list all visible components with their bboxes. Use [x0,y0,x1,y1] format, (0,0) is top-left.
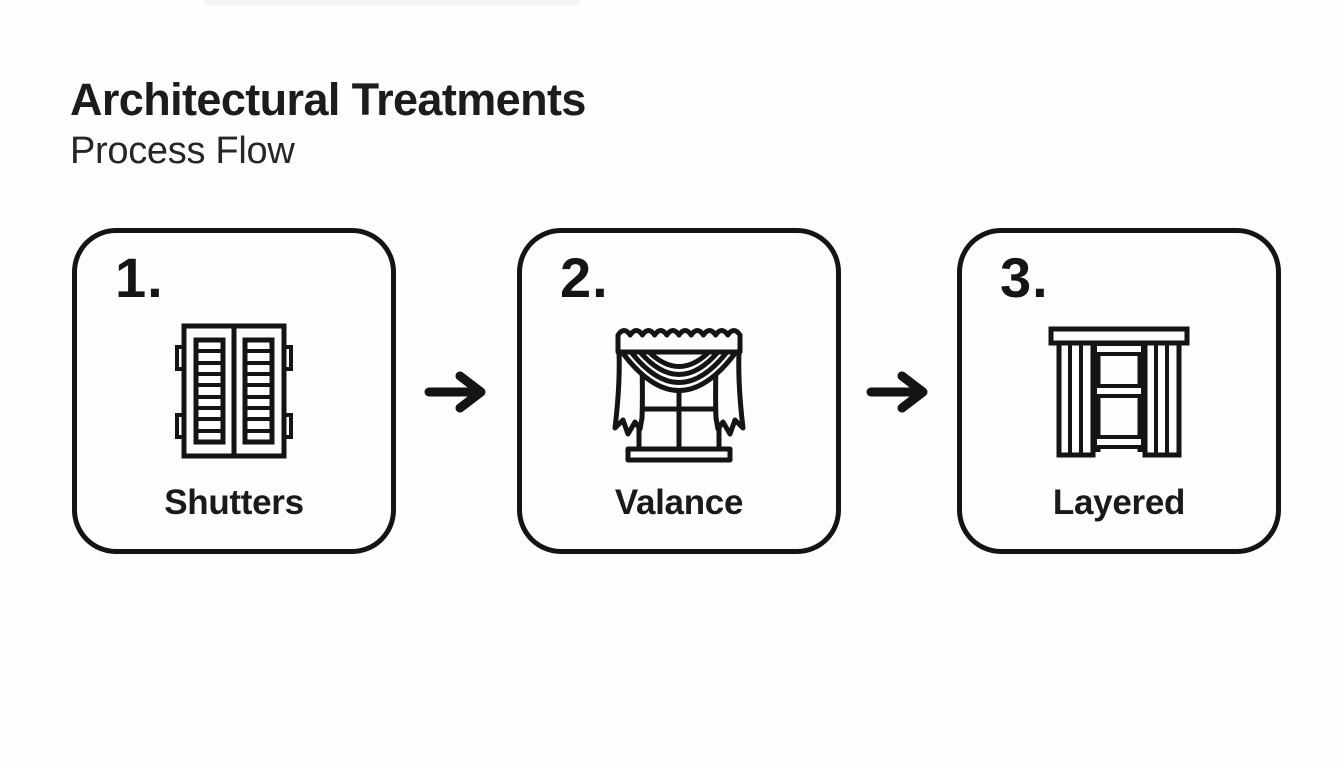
top-edge-artifact [205,0,579,5]
valance-icon [612,321,746,468]
process-flow-row: 1. Shutters [72,228,1284,554]
arrow-right-icon [424,369,490,415]
header: Architectural Treatments Process Flow [70,76,586,172]
page-subtitle: Process Flow [70,130,295,173]
arrow-right-icon [866,369,932,415]
step-card-valance: 2. Valance [517,228,841,554]
step-label: Valance [614,483,744,522]
step-card-shutters: 1. Shutters [72,228,396,554]
step-number: 3. [1000,246,1049,309]
step-number: 1. [115,246,164,309]
step-number: 2. [560,246,609,309]
step-label: Layered [1052,483,1186,522]
layered-curtains-icon [1048,325,1190,463]
step-card-layered: 3. Layered [957,228,1281,554]
page-title: Architectural Treatments [70,74,586,125]
step-label: Shutters [164,483,304,522]
shutters-icon [173,323,295,464]
